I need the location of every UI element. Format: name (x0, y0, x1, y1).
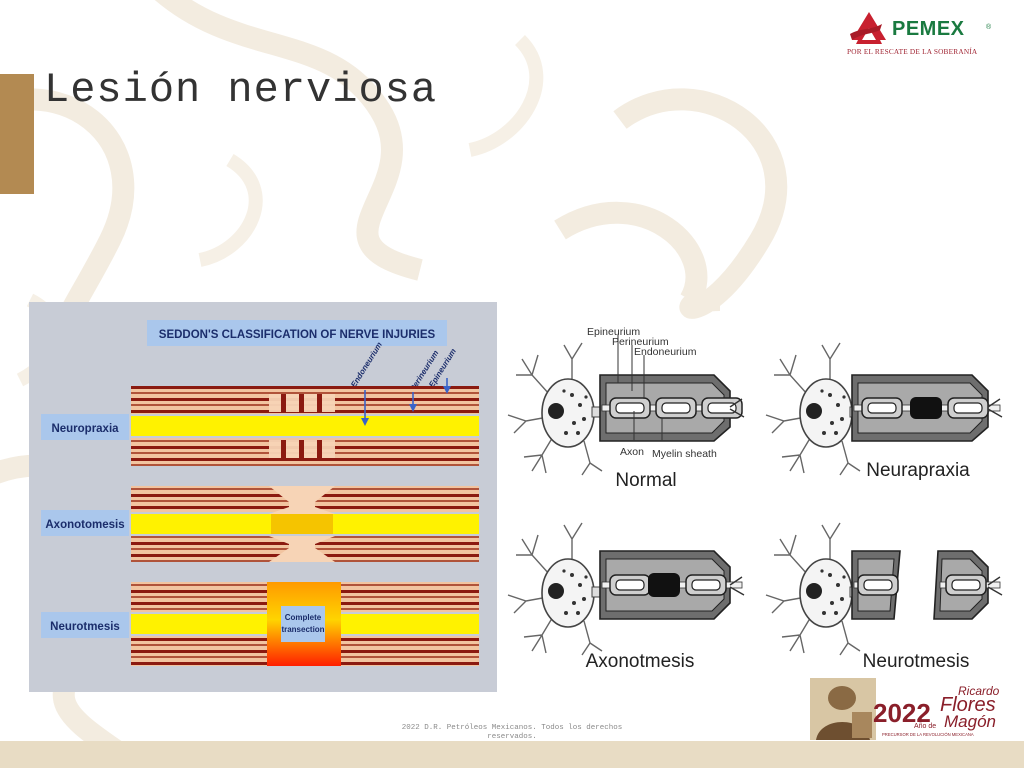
figure-heading: SEDDON'S CLASSIFICATION OF NERVE INJURIE… (159, 329, 436, 341)
layer-label-endoneurium: Endoneurium (349, 341, 384, 389)
pemex-logo: PEMEX ® POR EL RESCATE DE LA SOBERANÍA (844, 10, 1004, 58)
logo-tagline: POR EL RESCATE DE LA SOBERANÍA (847, 47, 978, 56)
anniversary-name-second: Flores (940, 694, 996, 716)
transection-label-line-2: transection (281, 625, 324, 634)
row-label-axonotomesis: Axonotomesis (45, 519, 124, 531)
row-label-neuropraxia: Neuropraxia (51, 423, 119, 435)
pemex-eagle-icon (850, 12, 886, 44)
anniversary-caption: PRECURSOR DE LA REVOLUCIÓN MEXICANA (882, 732, 974, 737)
panel-label-neurotmesis: Neurotmesis (863, 651, 970, 672)
title-accent-bar (0, 74, 34, 194)
panel-axonotmesis: Axonotmesis (507, 522, 745, 672)
logo-registered-mark: ® (986, 24, 992, 31)
seddon-classification-figure: SEDDON'S CLASSIFICATION OF NERVE INJURIE… (29, 302, 497, 692)
neuropraxia-nerve (131, 386, 479, 466)
callout-axon: Axon (620, 446, 644, 458)
axonotomesis-nerve (131, 486, 479, 562)
panel-neurotmesis: Neurotmesis (765, 522, 1003, 672)
anniversary-name-third: Magón (944, 712, 996, 731)
nerve-injury-panels-figure: Epineurium Perineurium Endoneurium Axon … (502, 315, 1007, 685)
callout-perineurium: Perineurium (612, 336, 669, 348)
footer-copyright: 2022 D.R. Petróleos Mexicanos. Todos los… (401, 724, 623, 741)
panel-label-neurapraxia: Neurapraxia (866, 460, 970, 481)
panel-label-axonotmesis: Axonotmesis (586, 651, 695, 672)
panel-normal: Epineurium Perineurium Endoneurium Axon … (507, 326, 745, 491)
row-label-neurotmesis: Neurotmesis (50, 621, 120, 633)
callout-endoneurium: Endoneurium (634, 346, 697, 358)
panel-label-normal: Normal (615, 470, 676, 491)
panel-neurapraxia: Neurapraxia (765, 342, 1003, 481)
transection-label-line-1: Complete (285, 613, 322, 622)
portrait-icon (828, 686, 856, 710)
figure-heading-box (147, 320, 447, 346)
logo-wordmark: PEMEX (892, 18, 965, 40)
anniversary-prefix: Año de (914, 723, 936, 730)
callout-epineurium: Epineurium (587, 326, 640, 338)
anniversary-badge: 2022 Año de Ricardo Flores Magón PRECURS… (808, 676, 1008, 742)
anniversary-name-first: Ricardo (958, 684, 1000, 698)
footer-band (0, 741, 1024, 768)
anniversary-year: 2022 (873, 698, 931, 728)
callout-myelin: Myelin sheath (652, 448, 717, 460)
slide-title: Lesión nerviosa (44, 66, 438, 114)
